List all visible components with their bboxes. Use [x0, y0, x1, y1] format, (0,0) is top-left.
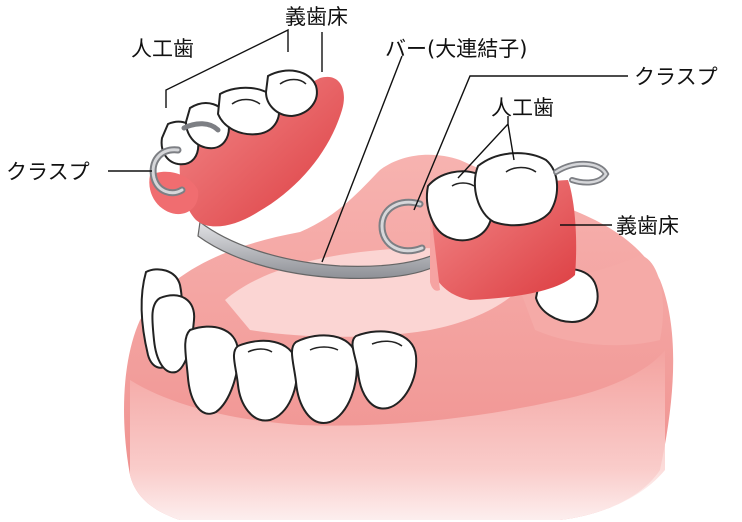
- label-clasp-right: クラスプ: [634, 65, 718, 89]
- label-artificial-teeth-left: 人工歯: [131, 37, 194, 61]
- label-clasp-left: クラスプ: [6, 160, 90, 184]
- tooth-art-right-2: [475, 153, 557, 225]
- label-artificial-teeth-right: 人工歯: [491, 96, 554, 120]
- label-bar: バー(大連結子): [385, 37, 527, 61]
- label-denture-base-top: 義歯床: [285, 5, 348, 29]
- label-denture-base-right: 義歯床: [616, 214, 679, 238]
- tooth-art-left-4: [266, 71, 317, 116]
